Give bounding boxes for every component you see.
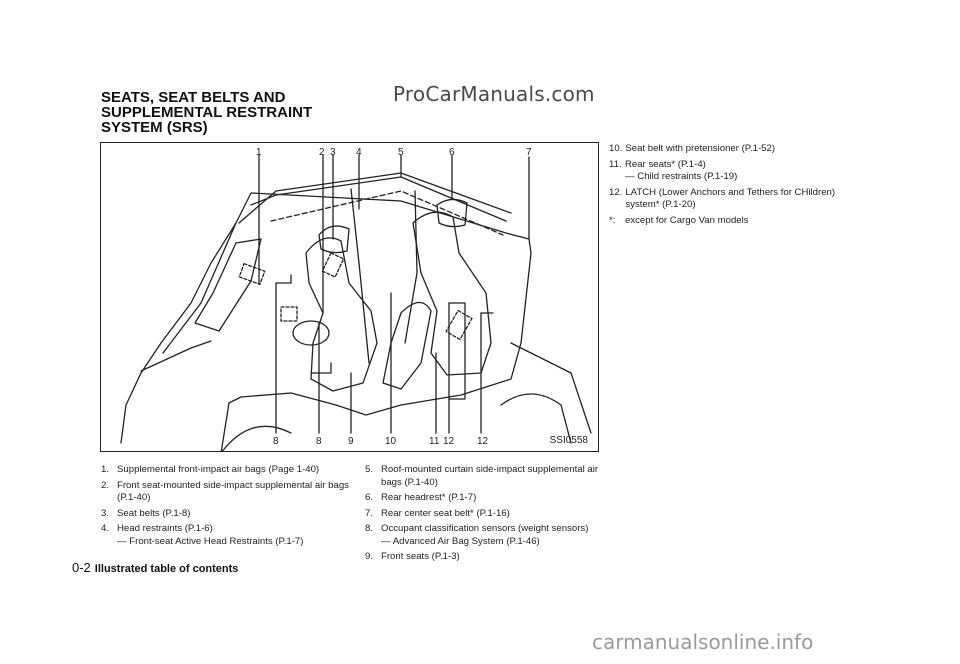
page-number: 0-2 bbox=[72, 560, 91, 575]
legend-item-6: 6.Rear headrest* (P.1-7) bbox=[365, 492, 477, 503]
rear-wheel-arch bbox=[500, 393, 572, 444]
legend-footnote: *:except for Cargo Van models bbox=[609, 214, 749, 226]
callout-1: 1 bbox=[256, 147, 262, 158]
legend-column-1: 1.Supplemental front-impact air bags (Pa… bbox=[101, 464, 351, 551]
dash-line bbox=[140, 340, 212, 372]
vehicle-interior-illustration: 1 2 3 4 5 6 7 8 8 9 10 11 12 12 SSI0558 bbox=[100, 142, 599, 452]
watermark-procarmanuals: ProCarManuals.com bbox=[393, 82, 595, 106]
a-pillar bbox=[162, 222, 237, 354]
callout-7: 7 bbox=[526, 147, 532, 158]
section-title: SEATS, SEAT BELTS AND SUPPLEMENTAL RESTR… bbox=[101, 89, 313, 136]
front-headrest bbox=[318, 225, 350, 254]
rear-headrest bbox=[436, 198, 468, 228]
legend-item-9: 9.Front seats (P.1-3) bbox=[365, 551, 460, 562]
legend-item-3: 3.Seat belts (P.1-8) bbox=[101, 507, 191, 519]
passenger-seat bbox=[382, 301, 432, 390]
callout-10: 10 bbox=[385, 436, 397, 447]
legend-column-2: 5.Roof-mounted curtain side-impact suppl… bbox=[365, 464, 610, 567]
legend-item-5: 5.Roof-mounted curtain side-impact suppl… bbox=[365, 464, 599, 488]
callout-2: 2 bbox=[319, 147, 325, 158]
roof-rail bbox=[250, 176, 507, 222]
callout-11: 11 bbox=[429, 436, 440, 447]
legend-item-1: 1.Supplemental front-impact air bags (Pa… bbox=[101, 464, 320, 475]
curtain-airbag bbox=[270, 190, 504, 236]
front-seat bbox=[305, 237, 378, 392]
seat-side-airbag bbox=[321, 252, 345, 278]
illustration-svg: 1 2 3 4 5 6 7 8 8 9 10 11 12 12 bbox=[120, 147, 592, 451]
car-body-outline bbox=[120, 192, 532, 451]
front-wheel-arch bbox=[221, 425, 292, 451]
callout-6: 6 bbox=[449, 147, 455, 158]
callout-5: 5 bbox=[398, 147, 404, 158]
legend-item-4: 4.Head restraints (P.1-6)— Front-seat Ac… bbox=[101, 523, 304, 547]
sensor-module bbox=[445, 309, 473, 341]
callout-3: 3 bbox=[330, 147, 336, 158]
callout-4: 4 bbox=[356, 147, 362, 158]
knee-airbag bbox=[280, 306, 298, 322]
legend-item-12: 12.LATCH (Lower Anchors and Tethers for … bbox=[609, 186, 836, 211]
callout-8b: 8 bbox=[316, 436, 322, 447]
figure-code: SSI0558 bbox=[549, 435, 588, 446]
callout-8a: 8 bbox=[273, 436, 279, 447]
rear-seat bbox=[412, 211, 492, 376]
rear-belt bbox=[404, 190, 418, 344]
legend-item-2: 2.Front seat-mounted side-impact supplem… bbox=[101, 479, 349, 504]
rear-body bbox=[510, 342, 592, 434]
seat-belt bbox=[350, 188, 370, 364]
front-airbag-module bbox=[238, 263, 266, 285]
footer-title: Illustrated table of contents bbox=[94, 563, 239, 575]
legend-item-8: 8.Occupant classification sensors (weigh… bbox=[365, 523, 589, 547]
legend-item-10: 10.Seat belt with pretensioner (P.1-52) bbox=[609, 143, 776, 154]
legend-item-7: 7.Rear center seat belt* (P.1-16) bbox=[365, 507, 510, 519]
callout-9: 9 bbox=[348, 436, 354, 447]
steering-wheel bbox=[292, 320, 330, 346]
legend-item-11: 11.Rear seats* (P.1-4)— Child restraints… bbox=[609, 158, 738, 183]
legend-column-3: 10.Seat belt with pretensioner (P.1-52) … bbox=[609, 143, 859, 230]
watermark-carmanualsonline: carmanualsonline.info bbox=[592, 630, 814, 654]
callout-12a: 12 bbox=[443, 436, 455, 447]
front-window bbox=[194, 238, 262, 332]
callout-12b: 12 bbox=[477, 436, 489, 447]
windshield-line bbox=[238, 172, 512, 224]
